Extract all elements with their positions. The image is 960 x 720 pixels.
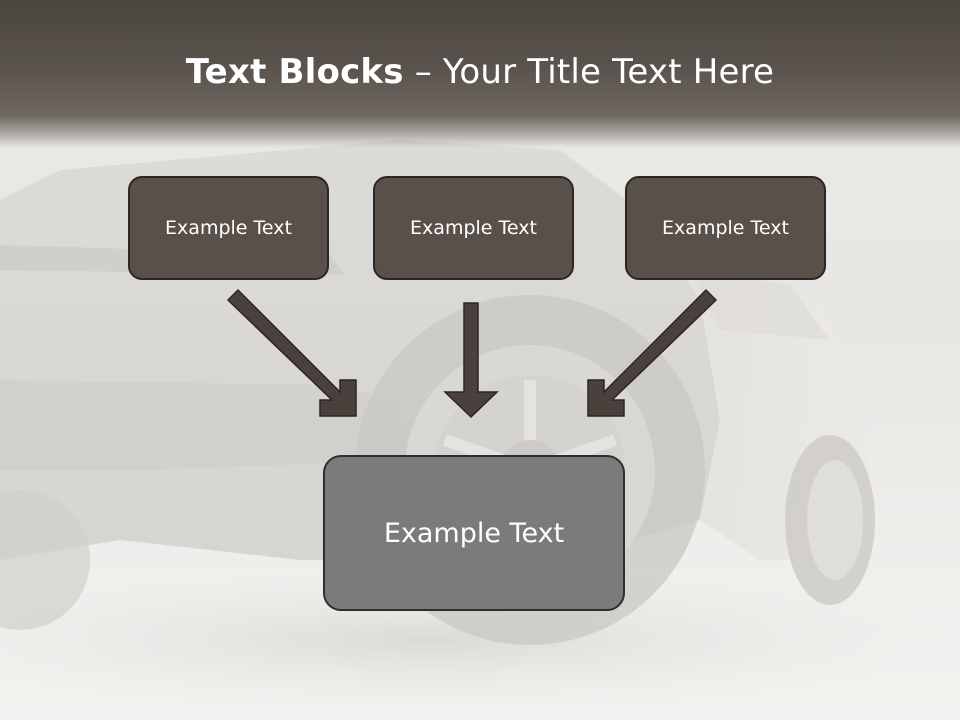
arrow-right-to-bottom [587,288,718,417]
arrow-center-to-bottom [443,302,499,419]
text-block-bottom-label: Example Text [383,517,565,549]
title-band [0,0,960,148]
text-block-left-label: Example Text [165,217,292,239]
slide-title: Text Blocks – Your Title Text Here [0,52,960,92]
text-block-right[interactable]: Example Text [625,176,826,280]
arrow-left-to-bottom [226,288,357,417]
text-block-left[interactable]: Example Text [128,176,329,280]
text-block-right-label: Example Text [662,217,789,239]
title-separator: – [403,52,443,92]
title-bold-text: Text Blocks [185,52,404,92]
text-block-bottom[interactable]: Example Text [323,455,625,611]
title-rest-text: Your Title Text Here [442,52,775,92]
text-block-center[interactable]: Example Text [373,176,574,280]
text-block-center-label: Example Text [410,217,537,239]
